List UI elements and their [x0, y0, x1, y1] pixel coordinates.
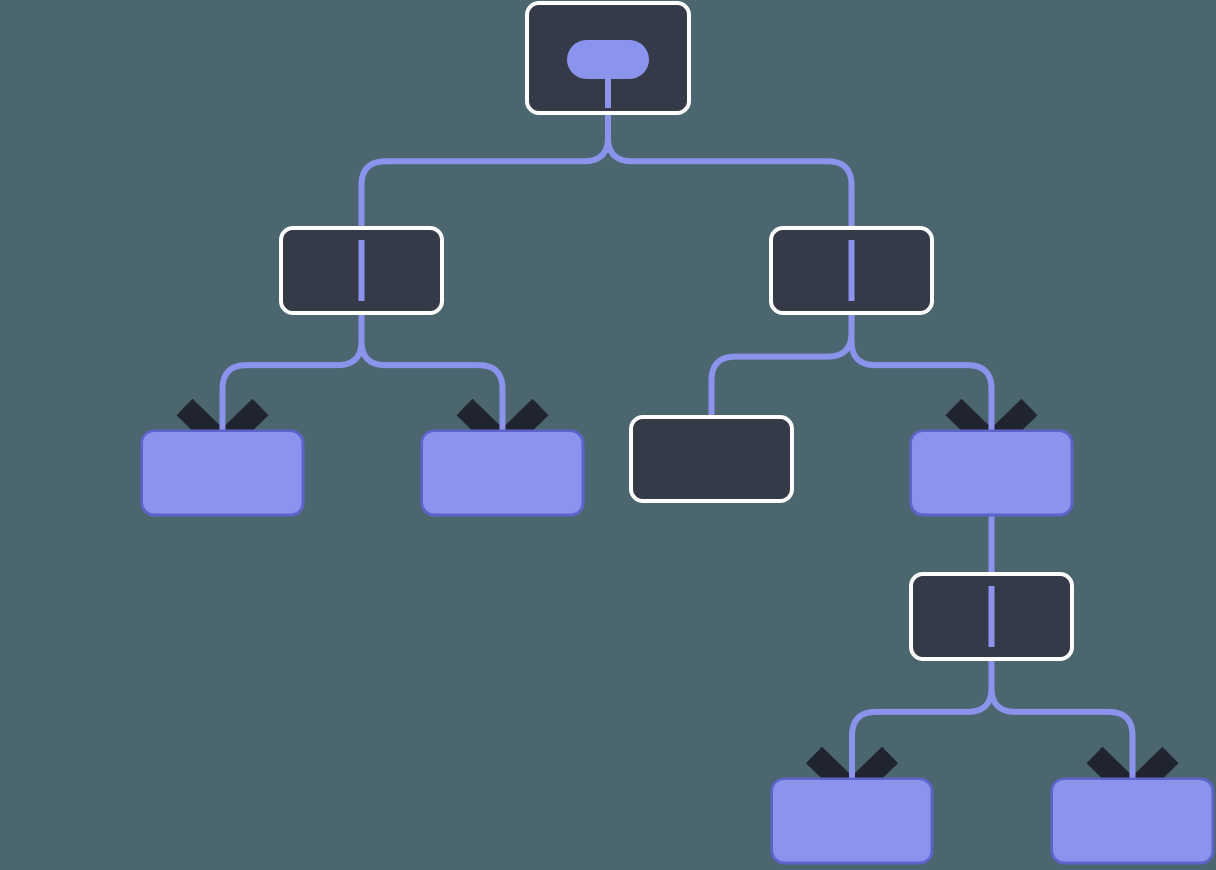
- node-inner-fill: [912, 432, 1070, 513]
- node-layer: [140, 1, 1215, 865]
- vertical-bar-glyph: [358, 240, 365, 301]
- leaf-node-2[interactable]: [420, 429, 585, 517]
- node-body[interactable]: [629, 415, 794, 503]
- pill-stem-glyph: [605, 73, 611, 108]
- edge-left-branch-to-leaf-2[interactable]: [358, 313, 506, 437]
- branch-node-left[interactable]: [279, 226, 444, 315]
- pill-glyph: [567, 40, 649, 79]
- node-inner-fill: [423, 432, 581, 513]
- branch-node-right[interactable]: [769, 226, 934, 315]
- leaf-node-4[interactable]: [1050, 777, 1215, 865]
- edge-root-to-right-branch[interactable]: [605, 113, 855, 228]
- empty-node[interactable]: [629, 415, 794, 503]
- branch-node-lower[interactable]: [909, 572, 1074, 661]
- branch-leaf-node[interactable]: [909, 429, 1074, 517]
- vertical-bar-glyph: [848, 240, 855, 301]
- leaf-node-1[interactable]: [140, 429, 305, 517]
- edge-lower-branch-to-leaf-4[interactable]: [988, 659, 1136, 785]
- node-inner-fill: [773, 780, 930, 861]
- vertical-bar-glyph: [988, 586, 995, 647]
- edge-right-branch-to-branch-leaf[interactable]: [848, 313, 995, 437]
- node-inner-fill: [1053, 780, 1211, 861]
- node-inner-fill: [143, 432, 301, 513]
- root-node[interactable]: [525, 1, 691, 115]
- leaf-node-3[interactable]: [770, 777, 934, 865]
